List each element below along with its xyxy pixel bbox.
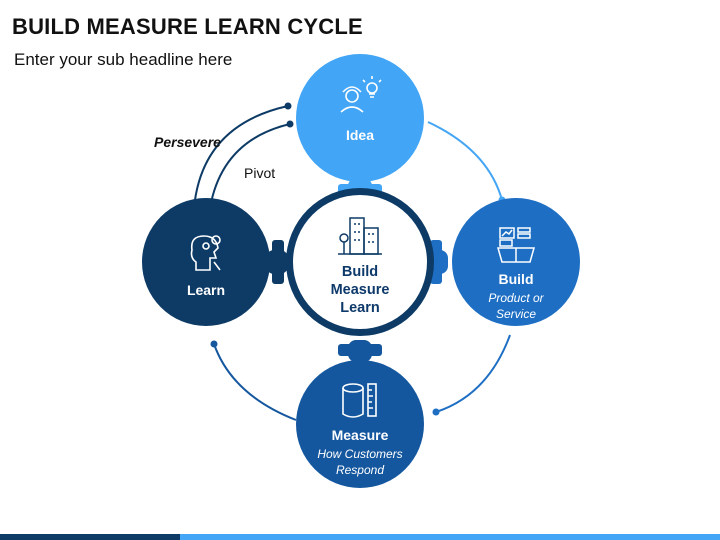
bottom-accent-bar bbox=[0, 534, 720, 540]
node-measure: Measure How Customers Respond bbox=[296, 360, 424, 488]
arc-build-to-measure bbox=[435, 334, 511, 413]
center-line2: Measure bbox=[331, 282, 390, 298]
node-measure-sub2: Respond bbox=[336, 463, 384, 477]
arc-idea-to-build bbox=[427, 121, 503, 201]
arrow-dot-measure bbox=[432, 408, 440, 416]
connector-left bbox=[266, 240, 288, 284]
learn-icon bbox=[190, 235, 221, 271]
center-node: Build Measure Learn bbox=[286, 188, 434, 336]
arc-measure-to-learn bbox=[213, 343, 297, 421]
persevere-line bbox=[193, 105, 289, 209]
connector-bottom bbox=[338, 340, 382, 362]
persevere-label: Persevere bbox=[154, 134, 221, 150]
measure-icon bbox=[342, 383, 377, 418]
idea-icon bbox=[340, 76, 382, 113]
pivot-arrow-dot bbox=[286, 120, 294, 128]
persevere-arrow-dot bbox=[284, 102, 292, 110]
node-idea-title: Idea bbox=[346, 127, 374, 143]
node-measure-title: Measure bbox=[332, 427, 389, 443]
node-build-sub2: Service bbox=[496, 307, 536, 321]
node-build: Build Product or Service bbox=[452, 198, 580, 326]
pivot-line bbox=[209, 123, 291, 209]
slide-title: BUILD MEASURE LEARN CYCLE bbox=[12, 14, 363, 39]
pivot-label: Pivot bbox=[244, 165, 275, 181]
node-learn-title: Learn bbox=[187, 282, 225, 298]
buildings-icon bbox=[338, 217, 382, 255]
node-build-sub1: Product or bbox=[488, 291, 544, 305]
node-measure-sub1: How Customers bbox=[317, 447, 402, 461]
arrow-dot-learn bbox=[210, 340, 218, 348]
center-line3: Learn bbox=[340, 300, 380, 316]
build-icon bbox=[497, 227, 535, 263]
node-learn: Learn bbox=[142, 198, 270, 326]
node-idea: Idea bbox=[296, 54, 424, 182]
center-line1: Build bbox=[342, 264, 378, 280]
node-build-title: Build bbox=[499, 271, 534, 287]
slide-subtitle: Enter your sub headline here bbox=[14, 50, 233, 69]
